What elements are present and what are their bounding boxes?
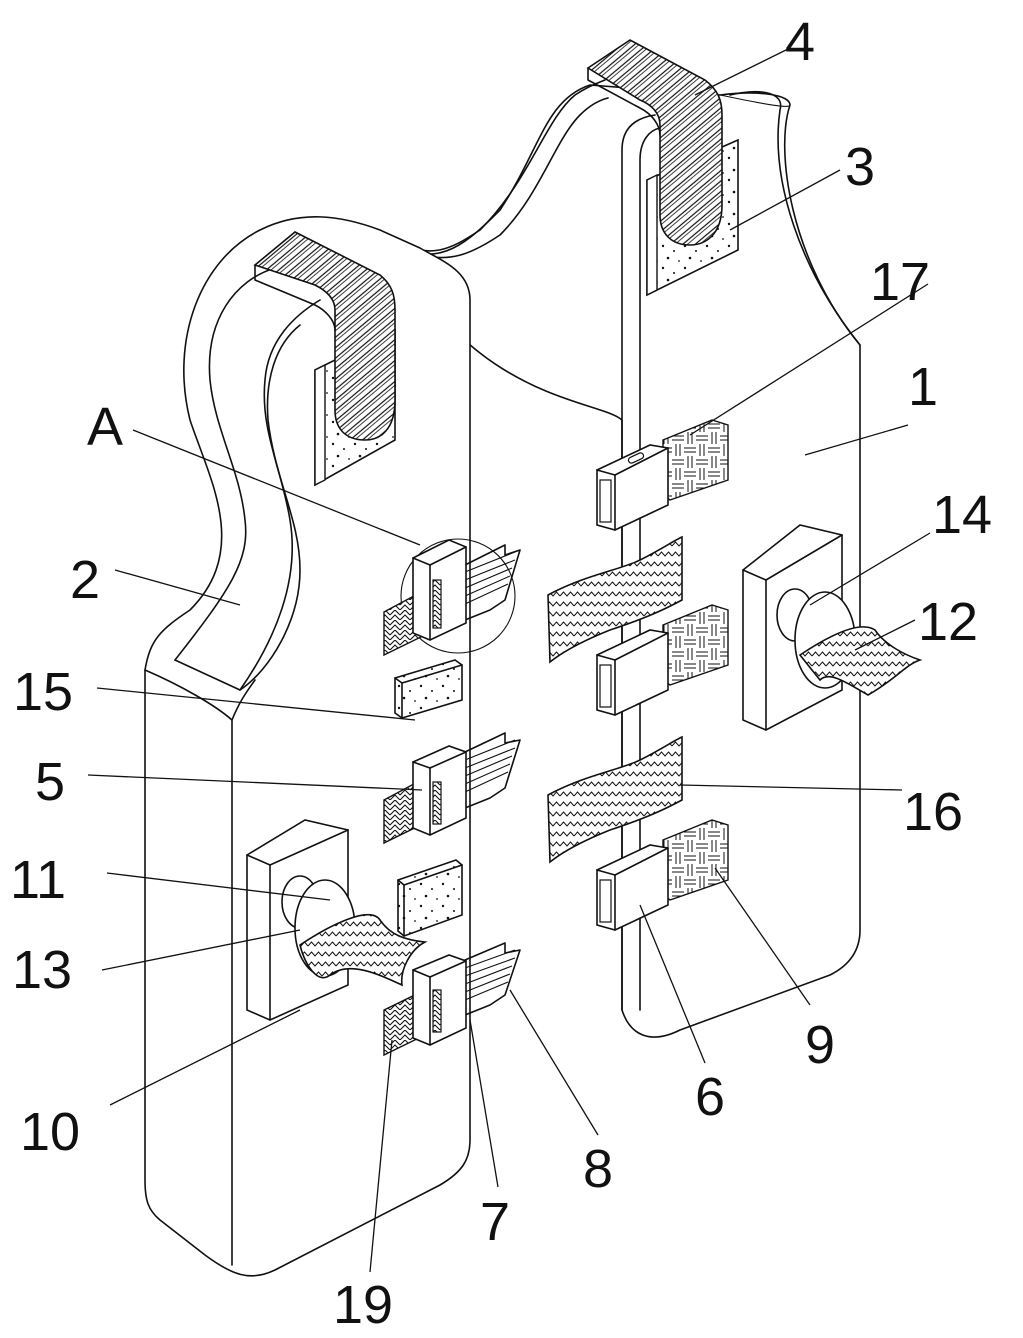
label-a: A <box>87 397 123 457</box>
elastic-strap-upper <box>547 535 683 664</box>
sponge-pad-upper <box>394 659 463 719</box>
label-11: 11 <box>10 850 66 910</box>
buckle-assembly-detail-a <box>383 538 521 657</box>
label-6: 6 <box>695 1067 725 1127</box>
label-10: 10 <box>20 1102 80 1162</box>
side-connector-right <box>742 524 923 731</box>
label-8: 8 <box>583 1139 613 1199</box>
label-2: 2 <box>70 550 100 610</box>
buckle-female-upper <box>596 419 729 531</box>
elastic-strap-lower <box>547 735 683 864</box>
back-shoulder-strap <box>586 39 739 297</box>
leader-lines <box>87 47 931 1273</box>
label-17: 17 <box>870 252 930 312</box>
label-16: 16 <box>903 782 963 842</box>
label-14: 14 <box>932 485 992 545</box>
label-5: 5 <box>35 752 65 812</box>
label-19: 19 <box>333 1275 393 1335</box>
front-shoulder-strap <box>253 231 396 487</box>
buckle-female-lower <box>596 819 729 931</box>
buckle-male-middle <box>383 732 521 845</box>
side-connector-left <box>246 819 428 1021</box>
label-13: 13 <box>12 940 72 1000</box>
label-15: 15 <box>13 662 73 722</box>
buckle-male-lower <box>383 942 521 1057</box>
back-panel <box>394 84 861 1038</box>
label-3: 3 <box>845 137 875 197</box>
sponge-pad-lower <box>397 859 463 937</box>
shoulder-seam-inner <box>419 97 609 259</box>
label-4: 4 <box>785 12 815 72</box>
label-9: 9 <box>805 1015 835 1075</box>
label-7: 7 <box>480 1192 510 1252</box>
shoulder-seam <box>394 79 606 252</box>
buckle-female-middle <box>596 604 729 716</box>
label-1: 1 <box>908 357 938 417</box>
label-12: 12 <box>918 592 978 652</box>
front-panel <box>144 216 471 1277</box>
